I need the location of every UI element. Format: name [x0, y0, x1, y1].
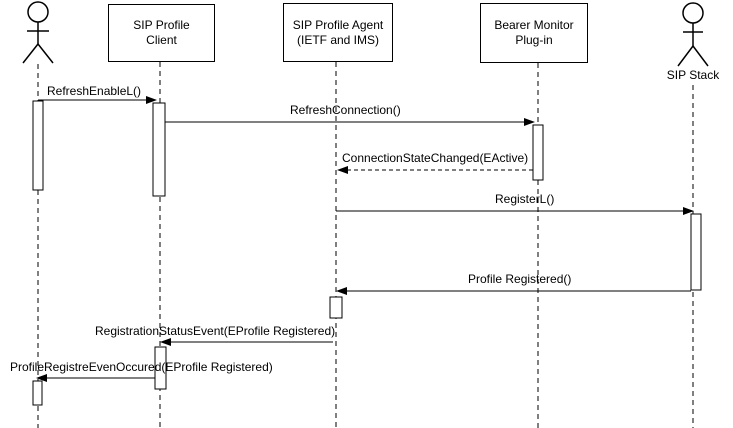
- arrowhead-right-icon: [683, 207, 694, 215]
- actor-label-sip-stack: SIP Stack: [666, 68, 720, 82]
- arrowhead-left-icon: [337, 166, 348, 174]
- participant-box-bearer-monitor: Bearer Monitor Plug-in: [480, 3, 588, 63]
- activation-bar-user-1: [32, 100, 44, 191]
- actor-icon-sip-stack: [677, 2, 709, 67]
- message-label-register: RegisterL(): [495, 192, 555, 206]
- activation-bar-bearer: [532, 124, 544, 181]
- arrowhead-right-icon: [524, 118, 535, 126]
- message-label-registration-status-event: RegistrationStatusEvent(EProfile Registe…: [95, 324, 336, 338]
- arrowhead-left-icon: [36, 374, 47, 382]
- participant-box-sip-profile-client: SIP Profile Client: [108, 4, 215, 62]
- arrowhead-right-icon: [146, 96, 157, 104]
- participant-label-line: (IETF and IMS): [296, 32, 379, 47]
- message-label-profile-registered: Profile Registered(): [468, 272, 572, 286]
- message-label-refresh-enable: RefreshEnableL(): [47, 84, 142, 98]
- participant-label-line: SIP Profile Agent: [292, 17, 384, 32]
- participant-label-line: Plug-in: [515, 33, 553, 47]
- participant-label-line: Client: [146, 33, 177, 47]
- activation-bar-client-2: [154, 346, 167, 390]
- activation-bar-client-1: [152, 102, 166, 197]
- message-label-profile-registre-even-occured: ProfileRegistreEvenOccured(EProfile Regi…: [10, 360, 273, 374]
- message-label-connection-state-changed: ConnectionStateChanged(EActive): [342, 151, 529, 165]
- activation-bar-agent: [329, 296, 343, 319]
- activation-bar-sip-stack: [690, 213, 702, 291]
- participant-label-line: Bearer Monitor: [494, 18, 574, 32]
- message-label-refresh-connection: RefreshConnection(): [290, 103, 401, 117]
- participant-box-sip-profile-agent: SIP Profile Agent (IETF and IMS): [283, 3, 393, 62]
- arrowhead-left-icon: [160, 338, 171, 346]
- activation-bar-user-2: [32, 380, 43, 406]
- participant-label-line: SIP Profile: [133, 18, 190, 32]
- arrowhead-left-icon: [336, 287, 347, 295]
- actor-icon-user: [22, 1, 54, 64]
